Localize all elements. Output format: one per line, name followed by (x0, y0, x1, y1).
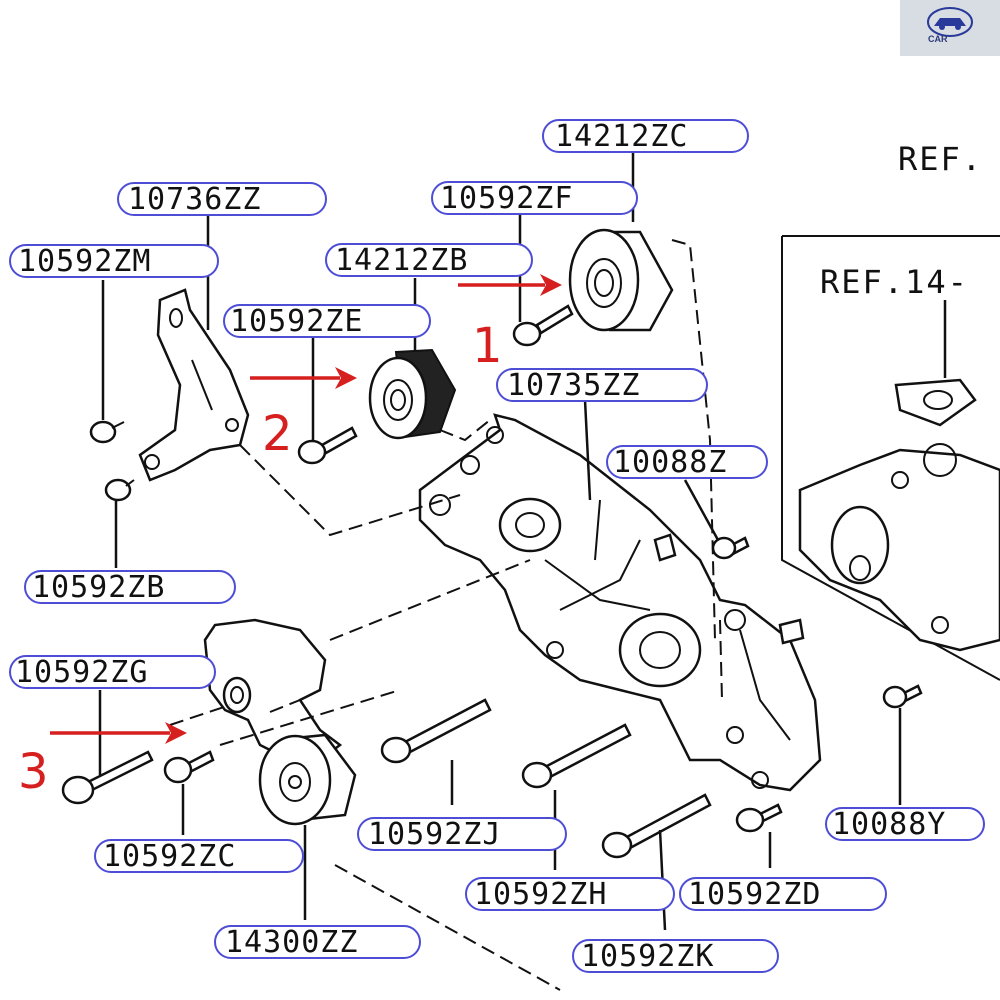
svg-text:10592ZK: 10592ZK (581, 939, 714, 974)
callout-arrow-2 (250, 367, 357, 389)
bolt-10592zh (521, 723, 632, 789)
svg-text:10088Z: 10088Z (613, 445, 727, 480)
pulley-14212zc (568, 228, 674, 332)
label-10592zf[interactable]: 10592ZF (431, 181, 638, 216)
label-14212zb[interactable]: 14212ZB (325, 243, 533, 278)
svg-text:10592ZH: 10592ZH (474, 877, 607, 912)
svg-text:10592ZD: 10592ZD (688, 877, 821, 912)
bolt-10592ze (297, 426, 358, 465)
label-10592zc[interactable]: 10592ZC (94, 839, 304, 874)
label-10592ze[interactable]: 10592ZE (223, 304, 431, 339)
svg-text:10736ZZ: 10736ZZ (128, 182, 261, 217)
svg-text:10592ZG: 10592ZG (15, 655, 148, 690)
label-14212zc[interactable]: 14212ZC (542, 119, 749, 154)
callout-number-2: 2 (262, 406, 293, 462)
main-bracket-10735zz (418, 413, 822, 792)
label-10736zz[interactable]: 10736ZZ (117, 182, 327, 217)
label-10592zm[interactable]: 10592ZM (9, 244, 219, 279)
bolt-10592zc (163, 750, 215, 784)
svg-text:10592ZM: 10592ZM (18, 244, 151, 279)
svg-text:10735ZZ: 10735ZZ (507, 368, 640, 403)
bolt-10592zb (104, 478, 135, 502)
svg-text:14212ZC: 14212ZC (555, 119, 688, 154)
logo-text: CAR (928, 34, 948, 44)
assembly-lines (169, 239, 723, 991)
water-pump-assembly (781, 235, 1000, 681)
label-10592zb[interactable]: 10592ZB (24, 570, 236, 605)
callout-arrow-3 (50, 722, 187, 744)
svg-text:10088Y: 10088Y (832, 807, 946, 842)
svg-text:10592ZE: 10592ZE (230, 304, 363, 339)
bolt-10592zd (735, 803, 783, 833)
label-10592zg[interactable]: 10592ZG (9, 655, 216, 690)
callout-number-3: 3 (18, 744, 49, 800)
bolt-10088z (711, 536, 750, 560)
bolts (61, 304, 923, 859)
label-10592zj[interactable]: 10592ZJ (357, 817, 567, 852)
label-10735zz[interactable]: 10735ZZ (496, 368, 708, 403)
bracket-10736zz (138, 288, 250, 482)
svg-text:14212ZB: 14212ZB (335, 243, 468, 278)
brand-logo: CAR (900, 0, 1000, 56)
idler-pulley-14300zz (258, 733, 357, 826)
leader-lines (98, 150, 947, 931)
svg-text:10592ZC: 10592ZC (103, 839, 236, 874)
svg-text:10592ZJ: 10592ZJ (368, 817, 501, 852)
bolt-10088y (882, 684, 923, 709)
bolt-10592zm (89, 420, 125, 444)
label-10088z[interactable]: 10088Z (606, 445, 768, 480)
bolt-10592zf (512, 304, 574, 347)
callout-arrow-1 (458, 274, 562, 296)
svg-text:10592ZF: 10592ZF (440, 181, 573, 216)
label-14300zz[interactable]: 14300ZZ (214, 925, 421, 960)
label-10592zk[interactable]: 10592ZK (572, 939, 779, 974)
ref-text-water-pump: REF.14- (820, 263, 969, 301)
svg-text:14300ZZ: 14300ZZ (225, 925, 358, 960)
label-10592zd[interactable]: 10592ZD (679, 877, 887, 912)
callout-number-1: 1 (472, 318, 503, 374)
bolt-10592zg (61, 750, 154, 805)
label-10088y[interactable]: 10088Y (825, 807, 985, 842)
tensioner-arm (203, 618, 343, 762)
bolt-10592zj (380, 698, 492, 764)
bolt-10592zk (601, 793, 712, 859)
car-logo-icon (927, 7, 973, 37)
label-10592zh[interactable]: 10592ZH (465, 877, 675, 912)
pulley-14212zb (368, 348, 457, 440)
svg-text:10592ZB: 10592ZB (32, 570, 165, 605)
ref-text-top: REF. (898, 140, 983, 178)
